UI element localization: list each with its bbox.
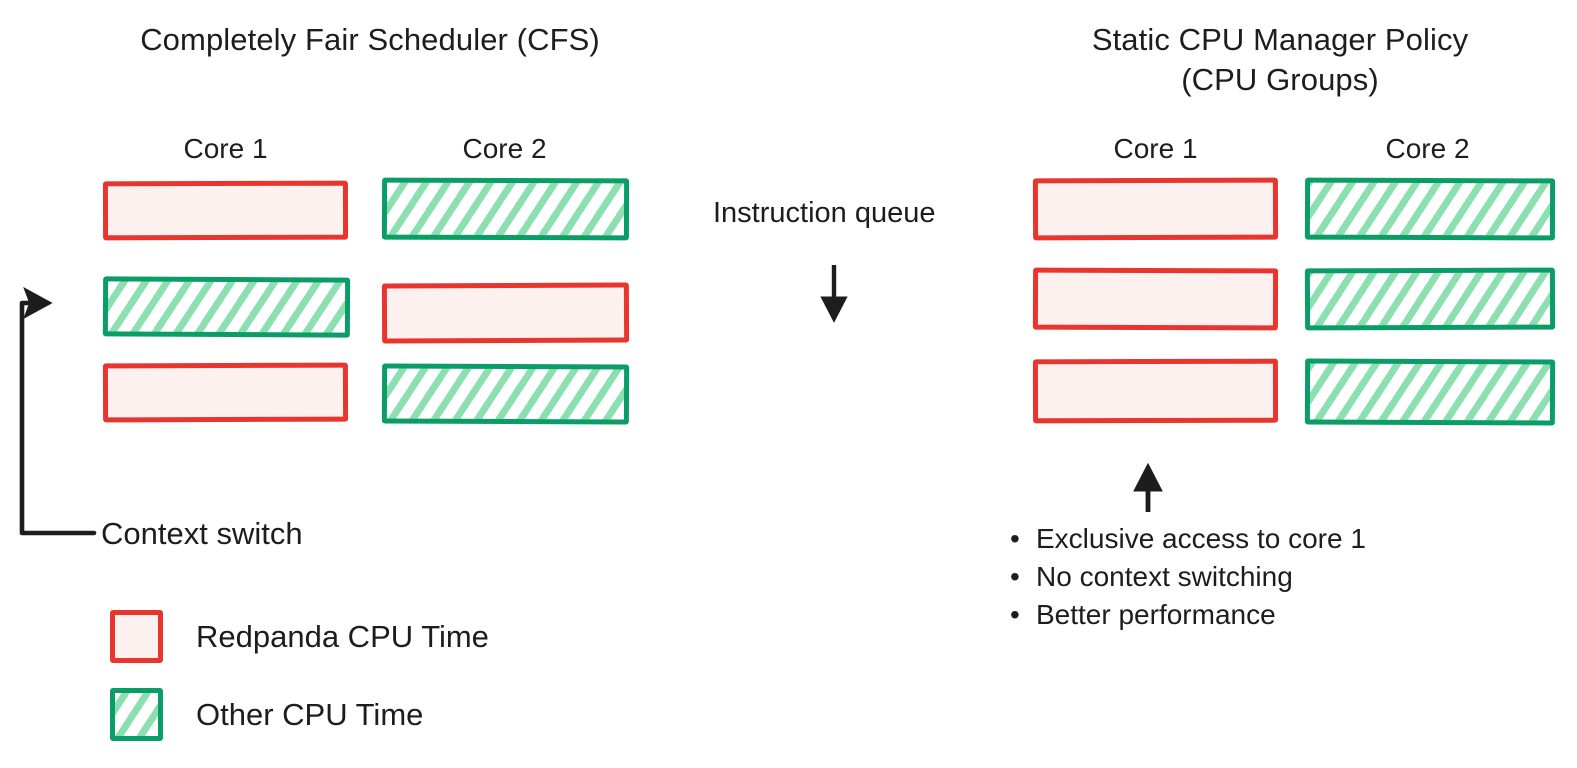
slot-cfs-core1-2 <box>102 362 349 423</box>
slot-cfs-core1-0 <box>102 180 349 241</box>
legend-item-other: Other CPU Time <box>110 688 423 741</box>
context-switch-arrow <box>19 286 97 536</box>
legend-label-other: Other CPU Time <box>196 696 424 732</box>
panel-title-cfs: Completely Fair Scheduler (CFS) <box>140 22 600 57</box>
slot-static-core2-0 <box>1304 177 1556 241</box>
slot-cfs-core2-0 <box>381 177 630 241</box>
benefit-item-1: No context switching <box>1008 559 1366 595</box>
legend-label-redpanda: Redpanda CPU Time <box>196 618 489 654</box>
instruction-queue-label: Instruction queue <box>713 197 936 229</box>
benefit-item-0: Exclusive access to core 1 <box>1008 521 1366 557</box>
slot-cfs-core2-2 <box>381 363 630 425</box>
legend-item-redpanda: Redpanda CPU Time <box>110 610 489 663</box>
slot-static-core2-2 <box>1304 358 1556 426</box>
slot-cfs-core1-1 <box>102 276 351 338</box>
legend-swatch-redpanda <box>110 610 163 663</box>
core-label-cfs-core1: Core 1 <box>183 133 268 164</box>
slot-static-core1-0 <box>1032 177 1279 241</box>
core-label-static-core1: Core 1 <box>1113 133 1198 164</box>
panel-title-static-cpu-manager: Static CPU Manager Policy (CPU Groups) <box>1091 22 1469 97</box>
benefits-list: Exclusive access to core 1 No context sw… <box>1008 521 1366 635</box>
core-label-cfs-core2: Core 2 <box>462 133 547 164</box>
core-label-static-core2: Core 2 <box>1385 133 1470 164</box>
slot-static-core1-1 <box>1032 267 1279 331</box>
benefit-item-2: Better performance <box>1008 597 1366 633</box>
legend-swatch-other <box>110 688 163 741</box>
slot-static-core1-2 <box>1032 358 1279 424</box>
slot-cfs-core2-1 <box>381 282 630 344</box>
slot-static-core2-1 <box>1304 267 1556 331</box>
context-switch-label: Context switch <box>101 516 303 551</box>
